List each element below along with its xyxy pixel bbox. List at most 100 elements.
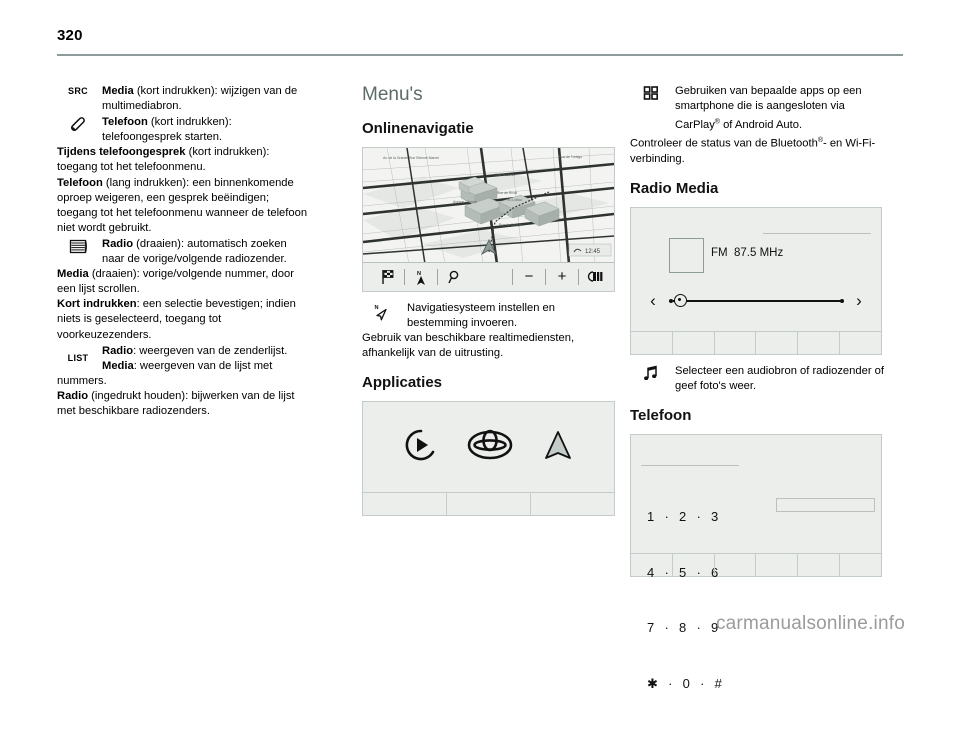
- tuning-slider[interactable]: ‹ ›: [645, 290, 867, 312]
- header-divider: [57, 54, 903, 56]
- applications-icon-row: [363, 402, 614, 493]
- src-button-icon: SRC: [68, 86, 88, 96]
- svg-text:Rue de Sevigne: Rue de Sevigne: [499, 223, 523, 227]
- music-note-icon: [630, 364, 672, 395]
- phone-call-entry: Telefoon (kort indrukken): telefoongespr…: [57, 115, 310, 145]
- radio-band-frequency: FM 87.5 MHz: [711, 246, 784, 259]
- bottom-bar-segment[interactable]: [798, 331, 841, 354]
- rotary-knob-icon: [57, 237, 99, 268]
- bottom-bar-segment[interactable]: [363, 493, 447, 516]
- next-station-chevron[interactable]: ›: [856, 291, 862, 311]
- bottom-bar-segment[interactable]: [531, 493, 614, 515]
- radio-hold-paragraph: Radio (ingedrukt houden): bijwerken van …: [57, 389, 295, 417]
- magnifier-icon[interactable]: [441, 266, 467, 288]
- bottom-bar-segment[interactable]: [756, 554, 799, 577]
- rotary-radio-text: Radio (draaien): automatisch zoeken naar…: [102, 237, 287, 266]
- bottom-bar-segment[interactable]: [840, 332, 881, 354]
- bottom-bar-segment[interactable]: [631, 554, 673, 577]
- bottom-bar-segment[interactable]: [840, 554, 881, 576]
- svg-text:Rue de Turbigo: Rue de Turbigo: [559, 155, 582, 159]
- bottom-bar-segment[interactable]: [447, 493, 531, 516]
- telephone-keypad-screen[interactable]: 1 · 2 · 3 4 · 5 · 6 7 · 8 · 9 ✱ · 0 · #: [630, 434, 882, 691]
- src-media-entry: SRC Media (kort indrukken): wijzigen van…: [57, 84, 310, 114]
- apps-note-entry: Gebruiken van bepaalde apps op een smart…: [630, 84, 892, 133]
- applications-heading: Applicaties: [362, 374, 443, 392]
- list-button-entry: LIST Radio: weergeven van de zenderlijst…: [57, 344, 310, 374]
- apps-note-text: Gebruiken van bepaalde apps op een smart…: [675, 85, 862, 131]
- zoom-in-button[interactable]: +: [557, 268, 567, 286]
- navigation-caption-text: Navigatiesysteem instellen en bestemming…: [407, 302, 555, 330]
- zoom-out-button[interactable]: −: [524, 268, 534, 286]
- toolbar-divider: [545, 269, 546, 285]
- tuning-start-dot: [669, 298, 673, 303]
- src-media-text: Media (kort indrukken): wijzigen van de …: [102, 85, 298, 113]
- tuning-track[interactable]: [665, 293, 847, 308]
- bottom-bar-segment[interactable]: [756, 331, 799, 354]
- radio-bottom-bar: [631, 330, 881, 354]
- page-title: Menu's: [362, 84, 423, 105]
- svg-text:Rue de Rivoli: Rue de Rivoli: [497, 191, 517, 195]
- bluetooth-wifi-note: Controleer de status van de Bluetooth®- …: [630, 137, 876, 165]
- left-column: SRC Media (kort indrukken): wijzigen van…: [57, 84, 310, 419]
- svg-text:N: N: [417, 271, 421, 277]
- previous-station-chevron[interactable]: ‹: [650, 291, 656, 311]
- bottom-bar-segment[interactable]: [631, 331, 673, 354]
- bottom-bar-segment[interactable]: [798, 554, 841, 577]
- bottom-bar-segment[interactable]: [715, 331, 757, 354]
- station-artwork-placeholder: [669, 237, 704, 273]
- toolbar-divider: [578, 269, 579, 285]
- toolbar-divider: [437, 269, 438, 285]
- radio-caption-text: Selecteer een audiobron of radiozender o…: [675, 364, 884, 393]
- north-compass-icon[interactable]: N: [408, 266, 434, 288]
- tuning-end-dot: [840, 298, 844, 303]
- tuning-knob[interactable]: [674, 293, 687, 307]
- radio-top-divider: [763, 232, 871, 234]
- rotary-radio-entry: Radio (draaien): automatisch zoeken naar…: [57, 237, 310, 267]
- manual-page: 320 SRC Media (kort indrukken): wijzigen…: [57, 27, 905, 691]
- android-auto-icon[interactable]: [543, 428, 573, 467]
- during-call-paragraph: Tijdens telefoongesprek (kort indrukken)…: [57, 146, 270, 174]
- keypad-row[interactable]: 1 · 2 · 3: [647, 509, 720, 525]
- map-render: Av. de la Grande Rue Etienne Marcel Rue …: [363, 148, 614, 264]
- carplay-icon[interactable]: [404, 428, 438, 467]
- phone-bottom-bar: [631, 553, 881, 577]
- numbers-continuation: nummers.: [57, 374, 107, 387]
- svg-text:Rue St Denis: Rue St Denis: [495, 173, 515, 177]
- map-layers-icon[interactable]: [582, 266, 608, 288]
- middle-column: Menu's Onlinenavigatie: [362, 84, 615, 517]
- page-number: 320: [57, 27, 83, 44]
- navigation-caption: N Navigatiesysteem instellen en bestemmi…: [362, 301, 615, 331]
- short-press-paragraph: Kort indrukken: een selectie bevestigen;…: [57, 298, 296, 341]
- radio-media-screen[interactable]: FM 87.5 MHz ‹ ›: [630, 206, 882, 355]
- list-button-text: Radio: weergeven van de zenderlijst.Medi…: [102, 344, 288, 372]
- navigation-arrow-icon: N: [362, 301, 404, 332]
- svg-text:N: N: [375, 305, 379, 311]
- map-toolbar: N − +: [363, 262, 614, 291]
- bottom-bar-segment[interactable]: [673, 331, 715, 354]
- phone-handset-icon: [57, 115, 99, 146]
- list-button-icon: LIST: [67, 352, 89, 363]
- bottom-bar-segment[interactable]: [673, 554, 715, 577]
- toyota-logo-icon[interactable]: [467, 429, 513, 466]
- telephone-heading: Telefoon: [630, 407, 692, 425]
- applications-bottom-bar: [363, 492, 614, 516]
- site-watermark: carmanualsonline.info: [715, 613, 905, 634]
- applications-screen[interactable]: [362, 401, 615, 517]
- apps-grid-icon: [630, 84, 672, 115]
- checkered-flag-icon[interactable]: [375, 266, 401, 288]
- phone-call-text: Telefoon (kort indrukken): telefoongespr…: [102, 116, 232, 144]
- media-rotate-paragraph: Media (draaien): vorige/volgende nummer,…: [57, 268, 294, 296]
- online-navigation-heading: Onlinenavigatie: [362, 120, 474, 137]
- keypad-row[interactable]: ✱ · 0 · #: [647, 675, 723, 691]
- keypad-row[interactable]: 7 · 8 · 9: [647, 620, 720, 636]
- map-canvas[interactable]: Av. de la Grande Rue Etienne Marcel Rue …: [363, 148, 614, 264]
- phone-number-field[interactable]: [776, 498, 875, 513]
- toolbar-divider: [512, 269, 513, 285]
- phone-long-press-paragraph: Telefoon (lang indrukken): een binnenkom…: [57, 176, 308, 234]
- radio-caption: Selecteer een audiobron of radiozender o…: [630, 364, 892, 394]
- bottom-bar-segment[interactable]: [715, 554, 757, 577]
- navigation-map-screen[interactable]: Av. de la Grande Rue Etienne Marcel Rue …: [362, 147, 615, 292]
- svg-text:12:45: 12:45: [585, 249, 601, 255]
- keypad[interactable]: 1 · 2 · 3 4 · 5 · 6 7 · 8 · 9 ✱ · 0 · #: [647, 471, 723, 730]
- right-column: Gebruiken van bepaalde apps op een smart…: [630, 84, 892, 691]
